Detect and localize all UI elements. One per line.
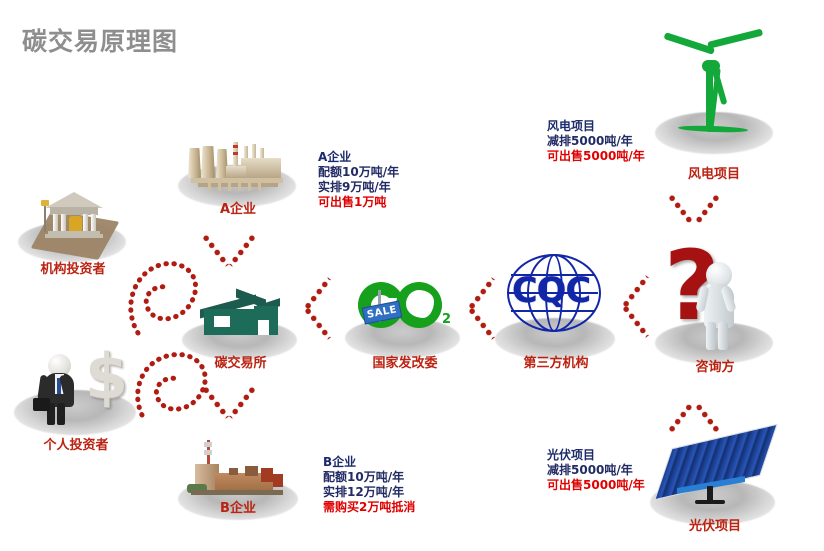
house-icon xyxy=(200,288,284,342)
info-solar-project: 光伏项目 减排5000吨/年 可出售5000吨/年 xyxy=(547,448,645,493)
businessman-dollar-icon: $ xyxy=(30,340,130,425)
label-institutional-investor: 机构投资者 xyxy=(40,262,106,277)
arrow-solar-to-consultant xyxy=(667,386,727,436)
info-b-line3: 需购买2万吨抵消 xyxy=(323,500,416,514)
info-wind-title: 风电项目 xyxy=(547,119,596,133)
arrow-individual-exchange xyxy=(135,352,208,418)
arrow-a-to-exchange xyxy=(201,228,261,278)
page-title: 碳交易原理图 xyxy=(22,27,179,56)
info-wind-line1: 减排5000吨/年 xyxy=(547,134,633,148)
info-b-line1: 配额10万吨/年 xyxy=(323,470,405,484)
platform-disc-individual xyxy=(14,390,136,435)
info-a-title: A企业 xyxy=(318,150,352,164)
arrow-ndrc-to-exchange xyxy=(302,276,348,341)
info-solar-line2: 可出售5000吨/年 xyxy=(547,478,645,492)
dollar-sign-icon: $ xyxy=(85,340,129,413)
info-b-line2: 实排12万吨/年 xyxy=(323,485,405,499)
co2-sale-icon: 2 SALE xyxy=(358,282,452,334)
info-enterprise-a: A企业 配额10万吨/年 实排9万吨/年 可出售1万吨 xyxy=(318,150,399,210)
label-wind-project: 风电项目 xyxy=(687,167,740,182)
cqc-logo-text: CQC xyxy=(512,271,591,311)
info-enterprise-b: B企业 配额10万吨/年 实排12万吨/年 需购买2万吨抵消 xyxy=(323,455,415,515)
label-third-party: 第三方机构 xyxy=(523,356,589,371)
info-wind-line2: 可出售5000吨/年 xyxy=(547,149,645,163)
wind-turbine-icon xyxy=(650,28,780,136)
platform-disc-ndrc xyxy=(345,318,460,358)
label-enterprise-b: B企业 xyxy=(220,501,256,516)
cqc-globe-icon: CQC xyxy=(505,252,605,334)
bank-icon xyxy=(28,188,120,260)
arrow-institutional-exchange xyxy=(128,261,199,336)
solar-panel-icon xyxy=(654,423,785,507)
info-solar-line1: 减排5000吨/年 xyxy=(547,463,633,477)
info-a-line3: 可出售1万吨 xyxy=(318,195,387,209)
co2-subscript: 2 xyxy=(442,312,452,327)
info-wind-project: 风电项目 减排5000吨/年 可出售5000吨/年 xyxy=(547,119,645,164)
info-a-line1: 配额10万吨/年 xyxy=(318,165,400,179)
arrow-thirdparty-to-ndrc xyxy=(466,276,512,341)
info-b-title: B企业 xyxy=(323,455,357,469)
arrow-wind-to-consultant xyxy=(667,190,727,240)
question-mark-thinker-icon: ? xyxy=(662,238,766,350)
label-ndrc: 国家发改委 xyxy=(372,356,438,371)
label-individual-investor: 个人投资者 xyxy=(43,438,109,453)
label-exchange: 碳交易所 xyxy=(214,356,267,371)
info-solar-title: 光伏项目 xyxy=(547,448,596,462)
label-consultant: 咨询方 xyxy=(695,360,735,375)
power-plant-icon xyxy=(186,140,290,192)
arrow-consultant-to-thirdparty xyxy=(620,274,666,339)
label-solar-project: 光伏项目 xyxy=(688,519,741,534)
factory-icon xyxy=(185,440,295,500)
label-enterprise-a: A企业 xyxy=(219,202,257,217)
info-a-line2: 实排9万吨/年 xyxy=(318,180,391,194)
